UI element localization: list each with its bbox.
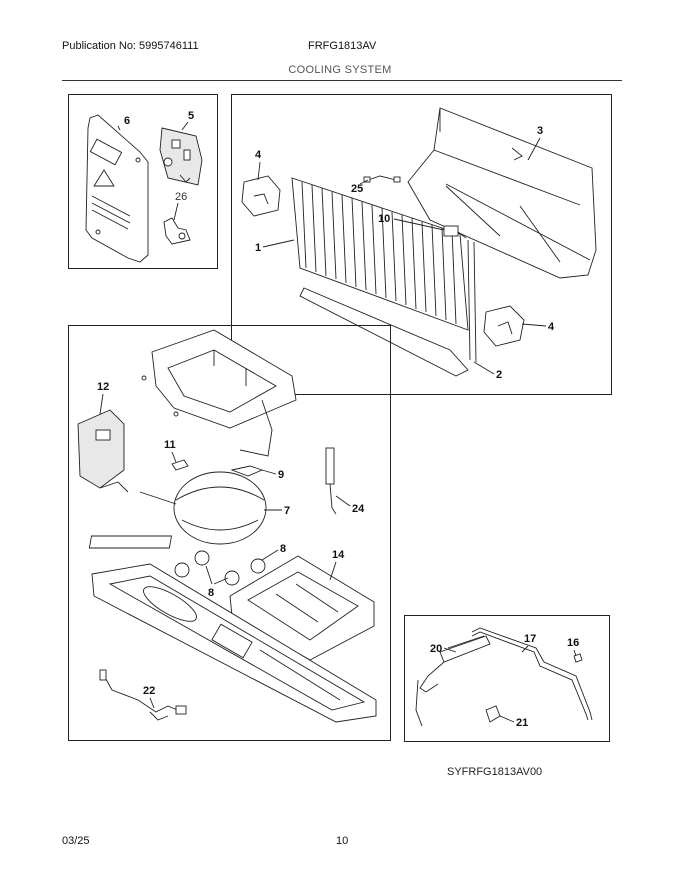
control-board-part <box>159 127 203 186</box>
panel-evaporator <box>231 94 612 395</box>
callout-25: 25 <box>351 183 363 195</box>
base-pan-part <box>91 563 377 723</box>
callout-21: 21 <box>516 717 528 729</box>
sensor-10-part <box>443 225 467 239</box>
power-cord-part <box>99 669 187 721</box>
drain-heater-part <box>419 635 491 693</box>
callout-11: 11 <box>164 439 176 451</box>
foam-block-left-part <box>241 175 281 217</box>
bracket-part <box>163 217 191 245</box>
callout-12: 12 <box>97 381 109 393</box>
callout-8-upper: 8 <box>280 543 286 555</box>
publication-number: Publication No: 5995746111 <box>62 40 199 52</box>
header-rule <box>62 80 622 81</box>
section-title: COOLING SYSTEM <box>288 64 392 76</box>
relay-module-part <box>77 409 129 493</box>
evaporator-coil-part <box>291 177 477 377</box>
callout-3: 3 <box>537 125 543 137</box>
diagram-code: SYFRFG1813AV00 <box>447 766 543 778</box>
callout-26: 26 <box>175 191 187 203</box>
harness-25-part <box>363 175 401 183</box>
callout-1: 1 <box>255 242 261 254</box>
callout-2: 2 <box>496 369 502 381</box>
footer-page-number: 10 <box>336 835 349 847</box>
drain-tube-part <box>415 627 593 727</box>
callout-16: 16 <box>567 637 579 649</box>
thermal-sensor-24-part <box>325 447 337 515</box>
panel-drain-tube <box>404 615 610 742</box>
warning-cover-part <box>85 114 149 263</box>
callout-4-upper: 4 <box>255 149 262 161</box>
connector-21-part <box>485 705 501 723</box>
grommet-11-part <box>171 459 189 471</box>
callout-7: 7 <box>284 505 290 517</box>
screws-part <box>141 375 179 417</box>
foam-block-right-part <box>483 305 525 347</box>
panel-control-board <box>68 94 218 269</box>
compressor-part <box>88 471 267 549</box>
clip-16-part <box>573 653 583 663</box>
panel-compressor <box>68 325 391 741</box>
callout-5: 5 <box>188 110 194 122</box>
callout-10: 10 <box>378 213 390 225</box>
callout-4-lower: 4 <box>548 321 555 333</box>
callout-6: 6 <box>124 115 130 127</box>
grommets-8-part <box>174 550 266 586</box>
callout-9: 9 <box>278 469 284 481</box>
callout-8-lower: 8 <box>208 587 214 599</box>
evaporator-cover-part <box>407 107 597 279</box>
callout-24: 24 <box>352 503 365 515</box>
callout-22: 22 <box>143 685 155 697</box>
model-number: FRFG1813AV <box>308 40 377 52</box>
machine-compartment-cover-part <box>151 329 297 457</box>
footer-date: 03/25 <box>62 835 90 847</box>
callout-20: 20 <box>430 643 442 655</box>
callout-17: 17 <box>524 633 536 645</box>
callout-14: 14 <box>332 549 345 561</box>
